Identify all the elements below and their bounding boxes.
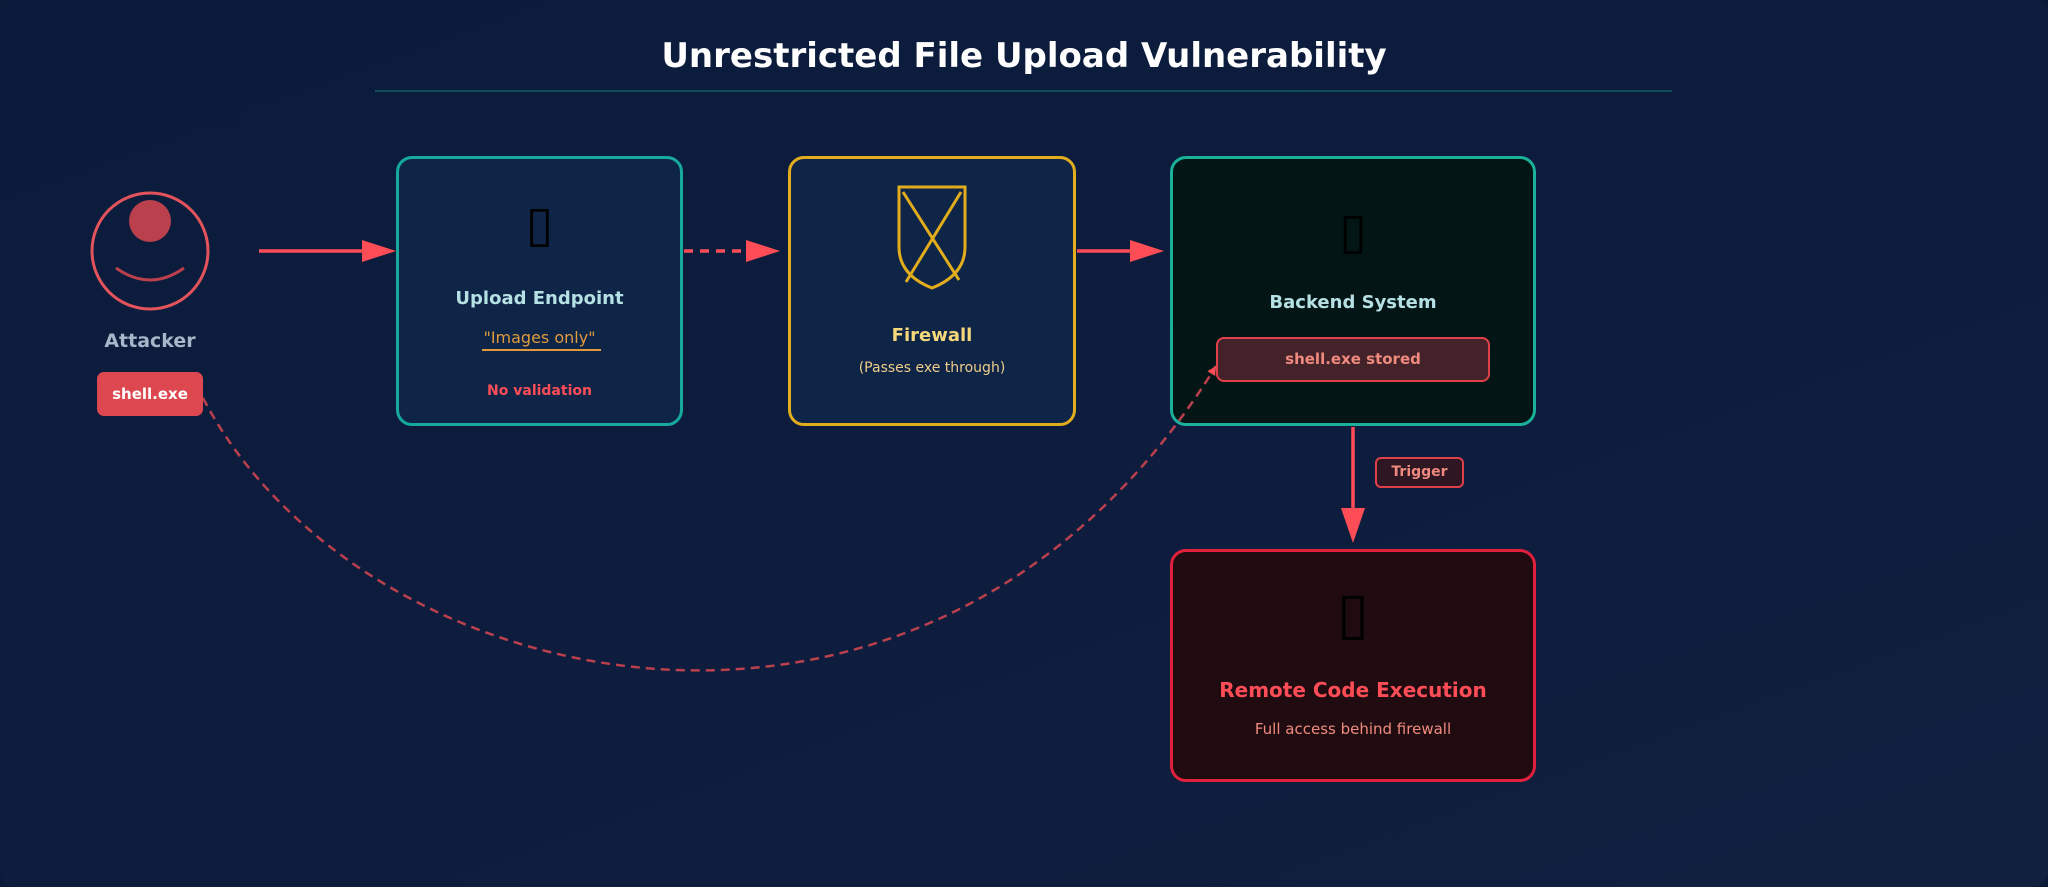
firewall-note: (Passes exe through) (858, 360, 1006, 376)
arrow-attacker-to-upload (259, 240, 396, 262)
arrow-upload-to-firewall (684, 240, 780, 262)
rce-title: Remote Code Execution (1219, 678, 1487, 702)
rce-glyph-icon: ▯ (1337, 579, 1369, 647)
attacker-label: Attacker (104, 330, 196, 352)
backend-system-title: Backend System (1269, 292, 1437, 313)
title-divider (375, 90, 1672, 92)
rce-node: ▯ Remote Code Execution Full access behi… (1170, 549, 1536, 782)
upload-endpoint-title: Upload Endpoint (455, 288, 624, 309)
upload-endpoint-note: "Images only" (483, 328, 596, 347)
bypass-curve-arrow (201, 365, 1218, 672)
attacker-person-icon (90, 191, 210, 311)
upload-note-underline (482, 349, 601, 351)
arrow-firewall-to-backend (1077, 240, 1164, 262)
broken-shield-icon (897, 185, 967, 290)
server-glyph-icon: ▯ (1339, 202, 1367, 260)
upload-glyph-icon: ▯ (525, 195, 554, 253)
rce-note: Full access behind firewall (1254, 720, 1452, 738)
firewall-node: Firewall (Passes exe through) (788, 156, 1076, 426)
payload-badge: shell.exe (97, 372, 203, 416)
upload-endpoint-node: ▯ Upload Endpoint "Images only" No valid… (396, 156, 683, 426)
upload-endpoint-warning: No validation (487, 383, 592, 399)
arrow-backend-to-rce (1341, 427, 1365, 543)
diagram-title: Unrestricted File Upload Vulnerability (661, 36, 1387, 76)
stored-file-badge: shell.exe stored (1216, 337, 1490, 382)
firewall-title: Firewall (891, 325, 973, 346)
trigger-label: Trigger (1375, 457, 1464, 488)
